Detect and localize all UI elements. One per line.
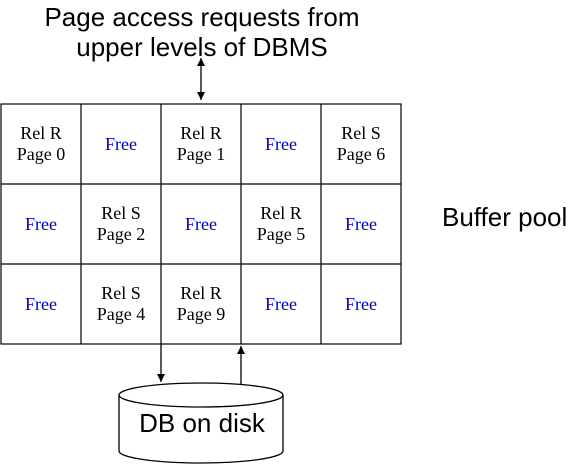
frame-text: Free <box>105 133 137 154</box>
title-line-1: Page access requests from <box>44 2 360 32</box>
frame-text: Rel R <box>20 123 62 143</box>
frame-text: Free <box>345 293 377 314</box>
frame-text: Rel R <box>180 283 222 303</box>
frame-text: Rel R <box>260 203 302 223</box>
frame-text: Page 0 <box>16 144 66 164</box>
frame-text: Free <box>185 213 217 234</box>
free-frame: Free <box>161 184 241 264</box>
free-frame: Free <box>321 184 401 264</box>
frame-text: Free <box>25 293 57 314</box>
free-frame: Free <box>241 264 321 344</box>
free-frame: Free <box>1 184 81 264</box>
frame-text: Page 6 <box>336 144 386 164</box>
frame-text: Page 4 <box>96 304 146 324</box>
frame-text: Page 9 <box>176 304 226 324</box>
frame-text: Free <box>265 133 297 154</box>
disk-cylinder <box>118 382 284 464</box>
frame-text: Page 2 <box>96 224 146 244</box>
free-frame: Free <box>321 264 401 344</box>
free-frame: Free <box>1 264 81 344</box>
frame-text: Free <box>25 213 57 234</box>
frame-text: Rel S <box>341 123 381 143</box>
buffer-pool-label: Buffer pool <box>442 202 568 232</box>
frame-text: Free <box>265 293 297 314</box>
title-line-2: upper levels of DBMS <box>76 32 328 62</box>
disk-label: DB on disk <box>139 408 265 438</box>
frame-text: Rel R <box>180 123 222 143</box>
free-frame: Free <box>241 104 321 184</box>
buffer-pool-grid <box>0 103 402 345</box>
frame-text: Page 5 <box>256 224 306 244</box>
free-frame: Free <box>81 104 161 184</box>
frame-text: Free <box>345 213 377 234</box>
frame-text: Rel S <box>101 283 141 303</box>
frame-text: Rel S <box>101 203 141 223</box>
frame-text: Page 1 <box>176 144 226 164</box>
